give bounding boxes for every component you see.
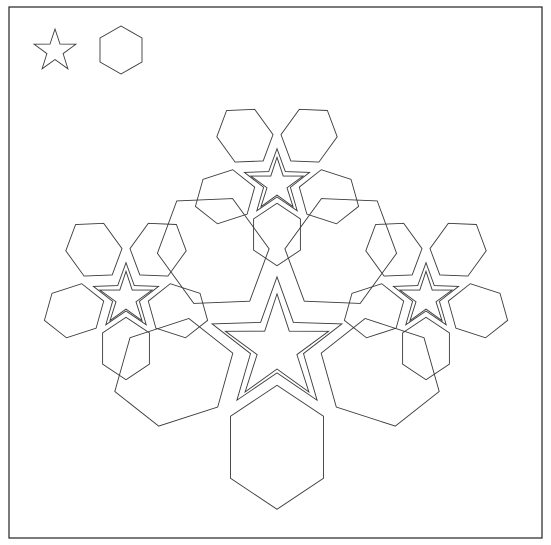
hexagon-petal-1 [102,316,150,381]
hexagon-petal-1 [253,202,301,267]
hexagon-petal-2 [343,283,405,339]
hexagon-petal-4 [284,198,398,304]
hexagon-petal-1 [402,316,450,381]
clusters [43,108,509,510]
hexagon-petal-5 [147,283,209,339]
cluster-right [343,222,509,381]
hexagon-petal-2 [194,169,256,225]
hexagon-petal-2 [43,283,105,339]
star-outer [210,275,344,402]
hexagon-petal-5 [447,283,509,339]
star-inner [398,269,454,322]
cluster-top [194,108,360,267]
legend [32,25,143,75]
cluster-center [114,198,440,510]
frame-border [8,6,543,539]
hexagon-petal-5 [320,317,440,427]
star-inner [249,155,305,208]
hexagon-petal-3 [156,198,270,304]
hexagon-petal-4 [129,222,187,277]
star-inner [98,269,154,322]
hexagon-petal-3 [365,222,423,277]
hexagon-petal-2 [114,317,234,427]
star-inner [224,292,330,394]
hexagon-petal-5 [298,169,360,225]
hexagon-petal-4 [280,108,338,163]
star-outer [243,147,311,212]
hexagon-petal-3 [65,222,123,277]
hexagon-petal-4 [429,222,487,277]
star-outer [92,261,160,326]
hexagon-petal-1 [230,384,324,510]
cluster-left [43,222,209,381]
star-outer [392,261,460,326]
hexagon-petal-3 [216,108,274,163]
star-icon [32,27,78,70]
hexagon-icon [99,25,143,75]
